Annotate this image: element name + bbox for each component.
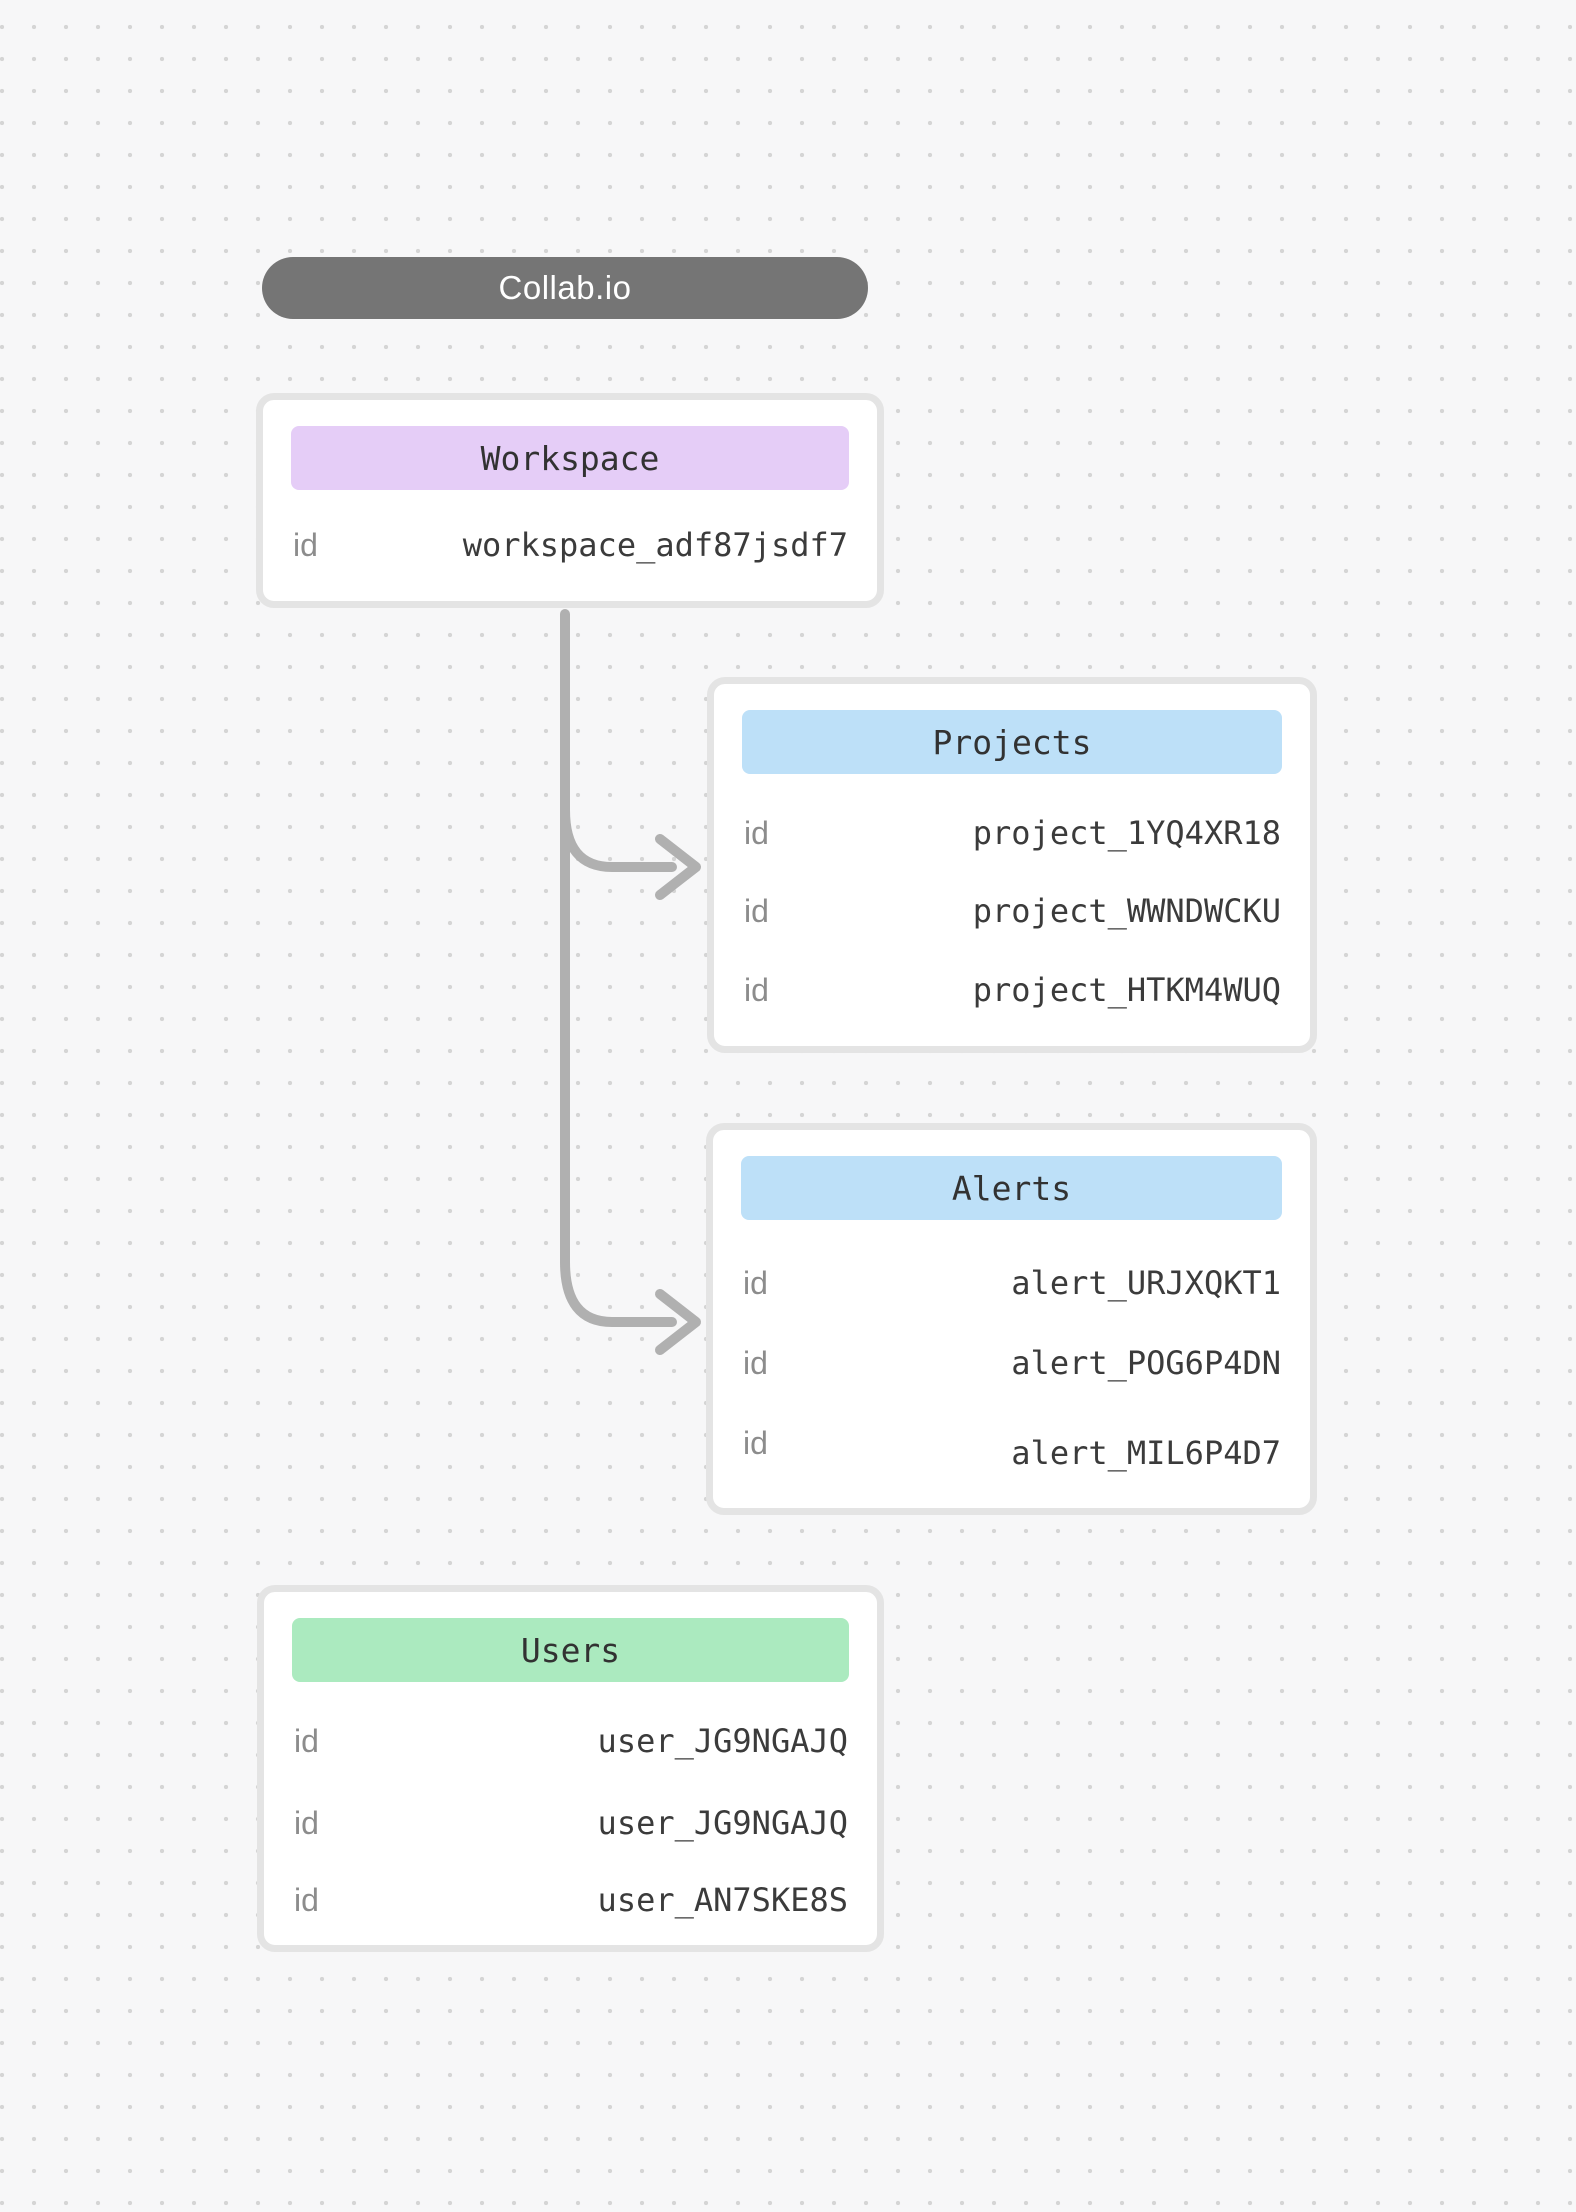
field-value: project_WWNDWCKU: [972, 892, 1281, 930]
field-value: alert_MIL6P4D7: [1011, 1434, 1281, 1472]
field-label-id: id: [743, 1425, 768, 1461]
card-header-alerts: Alerts: [741, 1156, 1282, 1220]
field-label-id: id: [743, 1265, 768, 1301]
entity-card-workspace[interactable]: Workspace id workspace_adf87jsdf7: [256, 393, 884, 608]
app-title: Collab.io: [498, 269, 632, 306]
table-row: id project_1YQ4XR18: [744, 814, 1281, 852]
field-label-id: id: [294, 1882, 319, 1918]
card-header-users: Users: [292, 1618, 849, 1682]
field-label-id: id: [744, 972, 769, 1008]
entity-card-users[interactable]: Users id user_JG9NGAJQ id user_JG9NGAJQ …: [257, 1585, 884, 1952]
card-title: Workspace: [480, 438, 660, 478]
arrowhead-alerts-icon: [655, 1289, 701, 1355]
field-value: alert_URJXQKT1: [1011, 1264, 1281, 1302]
field-value: user_JG9NGAJQ: [597, 1722, 848, 1760]
card-header-workspace: Workspace: [291, 426, 849, 490]
field-value: alert_POG6P4DN: [1011, 1344, 1281, 1382]
table-row: id workspace_adf87jsdf7: [293, 526, 848, 564]
field-value: project_HTKM4WUQ: [972, 971, 1281, 1009]
card-title: Users: [520, 1630, 621, 1670]
field-label-id: id: [293, 527, 318, 563]
field-label-id: id: [743, 1345, 768, 1381]
arrowhead-projects-icon: [655, 834, 701, 900]
connector-workspace-to-alerts: [560, 609, 677, 1327]
table-row: id alert_URJXQKT1: [743, 1264, 1281, 1302]
field-label-id: id: [294, 1723, 319, 1759]
field-value: user_JG9NGAJQ: [597, 1804, 848, 1842]
field-label-id: id: [294, 1805, 319, 1841]
table-row: id project_WWNDWCKU: [744, 892, 1281, 930]
card-title: Alerts: [951, 1168, 1072, 1208]
field-value: project_1YQ4XR18: [972, 814, 1281, 852]
table-row: id user_JG9NGAJQ: [294, 1722, 848, 1760]
app-title-pill[interactable]: Collab.io: [262, 257, 868, 319]
table-row: id alert_POG6P4DN: [743, 1344, 1281, 1382]
field-value: workspace_adf87jsdf7: [462, 526, 848, 564]
table-row: id user_JG9NGAJQ: [294, 1804, 848, 1842]
field-value: user_AN7SKE8S: [597, 1881, 848, 1919]
card-title: Projects: [932, 722, 1092, 762]
field-label-id: id: [744, 893, 769, 929]
table-row: id alert_MIL6P4D7: [743, 1424, 1281, 1472]
card-header-projects: Projects: [742, 710, 1282, 774]
table-row: id project_HTKM4WUQ: [744, 971, 1281, 1009]
entity-card-alerts[interactable]: Alerts id alert_URJXQKT1 id alert_POG6P4…: [706, 1123, 1317, 1515]
table-row: id user_AN7SKE8S: [294, 1881, 848, 1919]
entity-card-projects[interactable]: Projects id project_1YQ4XR18 id project_…: [707, 677, 1317, 1053]
field-label-id: id: [744, 815, 769, 851]
connector-workspace-to-projects: [560, 805, 677, 872]
